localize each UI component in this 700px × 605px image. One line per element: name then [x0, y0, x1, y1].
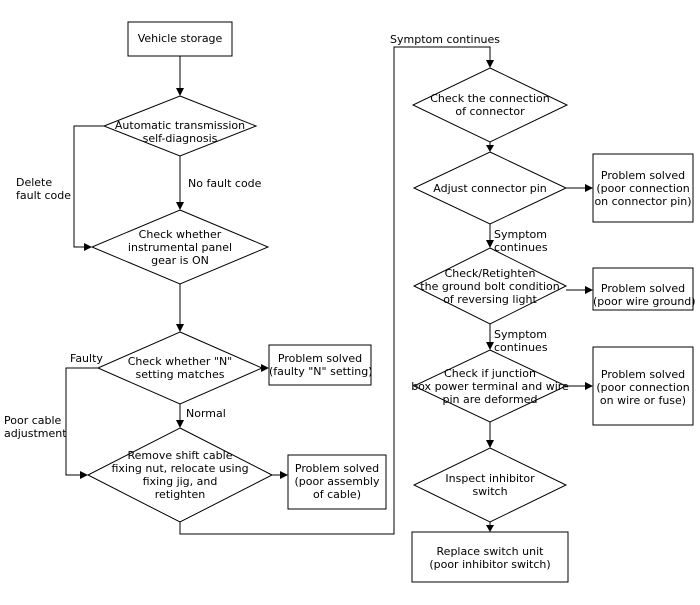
text-check-panel: Check whether instrumental panel gear is…: [127, 228, 233, 267]
text-solved-ground: Problem solved (poor wire ground): [593, 282, 696, 308]
arrowhead-solved-junction: [585, 382, 593, 390]
box-solved-n: [268, 344, 372, 386]
text-check-junction: Check if junction box power terminal and…: [411, 367, 569, 406]
arrowhead-check-ground: [486, 240, 494, 248]
label-symptom-continues-top: Symptom continues: [390, 33, 501, 46]
text-inspect-inhibitor: Inspect inhibitor switch: [445, 472, 535, 498]
text-solved-pin: Problem solved (poor connection on conne…: [594, 169, 692, 208]
arrowhead-solved-ground: [585, 286, 593, 294]
text-solved-cable: Problem solved (poor assembly of cable): [294, 462, 380, 501]
arrowhead-check-panel: [176, 202, 184, 210]
arrowhead-faulty: [80, 471, 88, 479]
arrowhead-diagnosis: [176, 88, 184, 96]
box-solved-ground: [592, 267, 694, 311]
label-faulty: Faulty: [70, 352, 103, 365]
connector-delete-fault-loop: [73, 125, 104, 248]
text-check-ground: Check/Retighten the ground bolt conditio…: [420, 267, 560, 306]
text-solved-junction: Problem solved (poor connection on wire …: [596, 368, 690, 407]
text-replace-switch: Replace switch unit (poor inhibitor swit…: [429, 545, 551, 571]
arrowhead-delete-fault: [84, 243, 92, 251]
arrowhead-solved-pin: [585, 184, 593, 192]
label-symptom-continues-2: Symptom continues: [494, 328, 548, 354]
label-no-fault-code: No fault code: [188, 177, 262, 190]
arrowhead-inspect-inhibitor: [486, 440, 494, 448]
arrowhead-check-junction: [486, 342, 494, 350]
text-adjust-pin: Adjust connector pin: [433, 182, 547, 195]
arrowhead-solved-n: [261, 364, 269, 372]
arrowhead-solved-cable: [280, 471, 288, 479]
box-solved-junction: [592, 346, 694, 426]
text-check-n: Check whether "N" setting matches: [127, 355, 233, 381]
connector-symptom-continues-cross: [179, 46, 491, 535]
connector-faulty-loop: [65, 367, 98, 476]
arrowhead-remove-cable: [176, 420, 184, 428]
label-poor-cable: Poor cable adjustment: [4, 414, 67, 440]
box-solved-pin: [592, 153, 694, 223]
label-normal: Normal: [186, 407, 226, 420]
text-remove-cable: Remove shift cable fixing nut, relocate …: [111, 449, 249, 501]
box-solved-cable: [287, 454, 387, 510]
text-check-connection: Check the connection of connector: [430, 92, 550, 118]
arrowhead-adjust-pin: [486, 145, 494, 152]
arrowhead-check-n: [176, 324, 184, 332]
text-vehicle-storage: Vehicle storage: [137, 32, 223, 45]
arrowhead-check-connection: [486, 60, 494, 68]
arrowhead-replace-switch: [486, 525, 494, 532]
label-delete-fault-code: Delete fault code: [16, 176, 71, 202]
text-self-diagnosis: Automatic transmission self-diagnosis: [114, 119, 246, 145]
box-vehicle-storage: [127, 21, 233, 57]
box-replace-switch: [411, 531, 569, 583]
text-solved-n: Problem solved (faulty "N" setting): [269, 352, 373, 378]
label-symptom-continues-1: Symptom continues: [494, 228, 548, 254]
